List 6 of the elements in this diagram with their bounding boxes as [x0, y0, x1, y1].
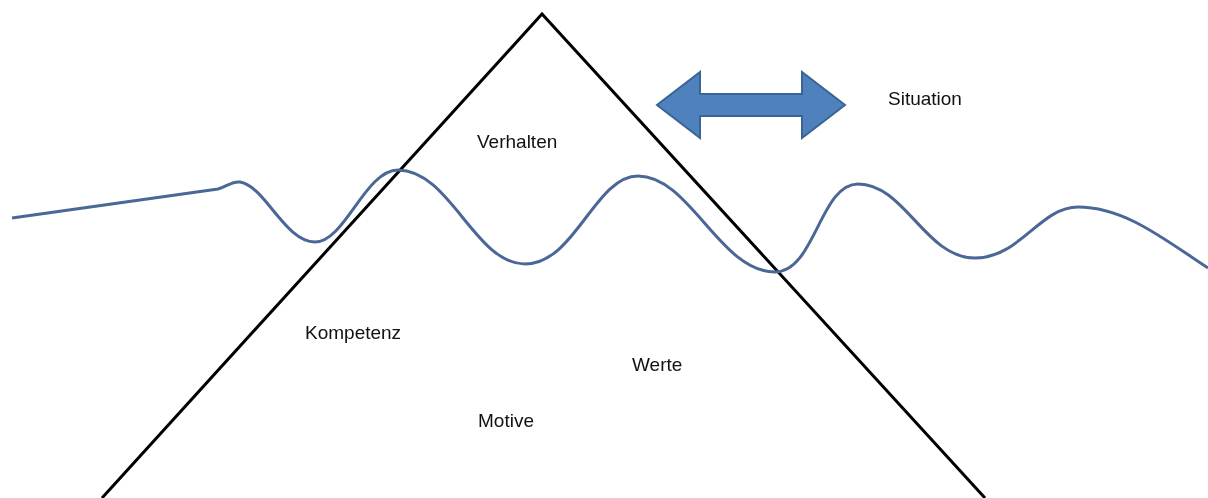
text-label: Werte	[632, 355, 683, 374]
text-label: Kompetenz	[305, 323, 402, 342]
text-label: Verhalten	[477, 132, 558, 151]
text-label: Situation	[888, 89, 962, 108]
double-arrow	[655, 69, 847, 141]
text-label: Motive	[478, 411, 534, 430]
